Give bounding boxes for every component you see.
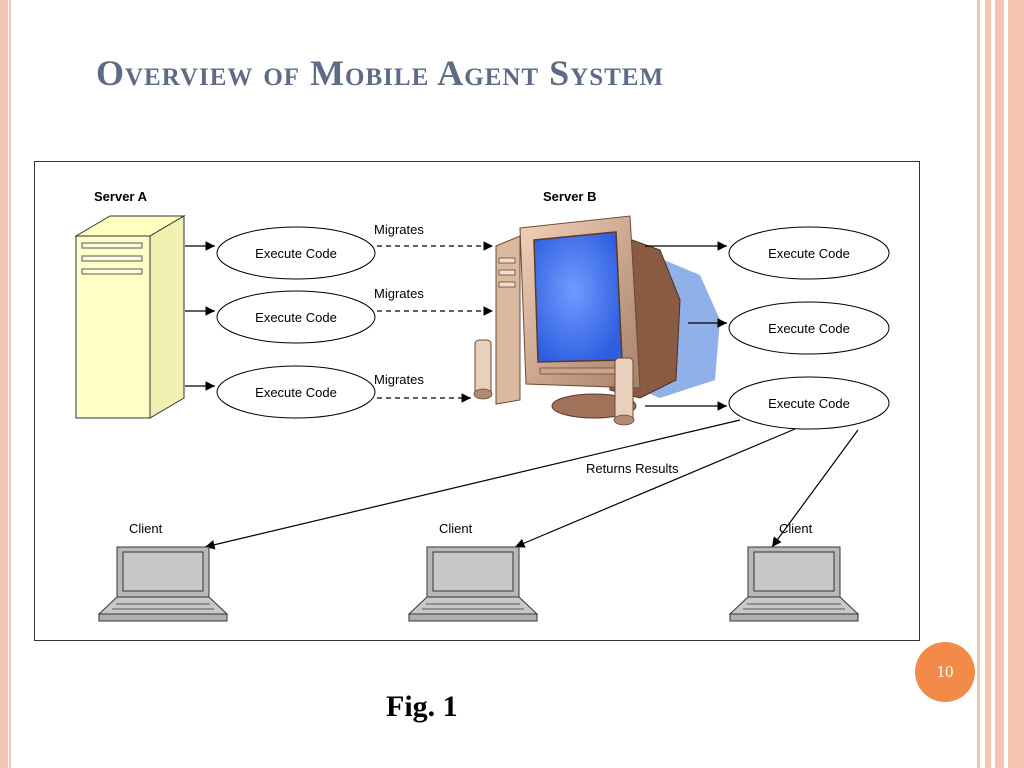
- client-laptop-icon: [728, 546, 860, 622]
- client-laptop-icon: [407, 546, 539, 622]
- execute-code-label: Execute Code: [768, 396, 850, 411]
- server-a-label: Server A: [94, 189, 148, 204]
- execute-code-node: [728, 301, 890, 355]
- execute-code-node: [728, 376, 890, 430]
- client-label: Client: [439, 521, 473, 536]
- figure-caption: Fig. 1: [386, 690, 458, 723]
- execute-code-node: [216, 290, 376, 344]
- execute-code-label: Execute Code: [255, 310, 337, 325]
- server-b-computer-icon: [473, 215, 720, 426]
- right-decorative-stripe: [995, 0, 1004, 768]
- left-decorative-stripe: [0, 0, 8, 768]
- page-number-badge: 10: [915, 642, 975, 702]
- execute-code-node: [728, 226, 890, 280]
- migrates-label: Migrates: [374, 222, 424, 237]
- client-laptop-icon: [97, 546, 229, 622]
- server-a-icon: [74, 215, 186, 419]
- execute-code-label: Execute Code: [255, 246, 337, 261]
- left-decorative-stripe-thin: [9, 0, 11, 768]
- execute-code-label: Execute Code: [768, 246, 850, 261]
- returns-results-label: Returns Results: [586, 461, 679, 476]
- client-label: Client: [779, 521, 813, 536]
- slide-title: Overview of Mobile Agent System: [96, 53, 665, 93]
- return-arrow: [771, 429, 859, 548]
- migrates-label: Migrates: [374, 286, 424, 301]
- migrates-label: Migrates: [374, 372, 424, 387]
- execute-code-node: [216, 226, 376, 280]
- return-arrow: [514, 428, 796, 548]
- right-decorative-stripe: [1008, 0, 1024, 768]
- execute-code-node: [216, 365, 376, 419]
- client-label: Client: [129, 521, 163, 536]
- return-arrow: [204, 419, 741, 550]
- execute-code-label: Execute Code: [255, 385, 337, 400]
- execute-code-label: Execute Code: [768, 321, 850, 336]
- right-decorative-stripe: [985, 0, 991, 768]
- right-decorative-stripe: [977, 0, 980, 768]
- server-b-label: Server B: [543, 189, 596, 204]
